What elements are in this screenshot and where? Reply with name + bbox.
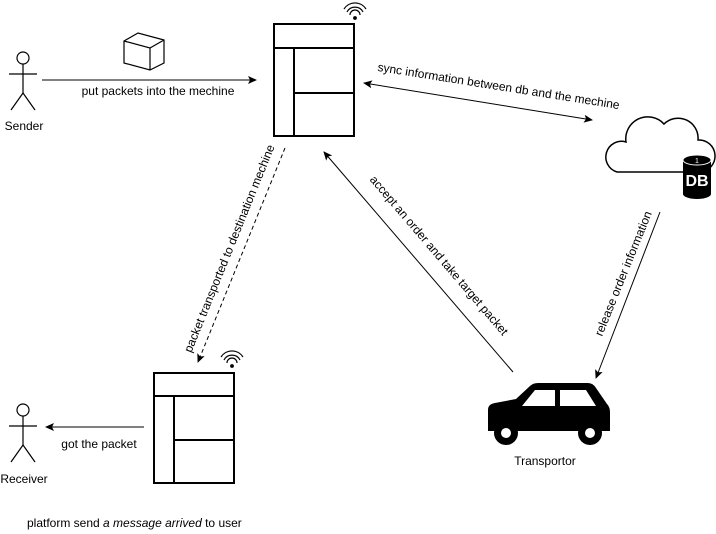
footer-note: platform send a message arrived to user xyxy=(27,516,242,530)
release-order-arrow xyxy=(595,211,661,379)
accept-order-label: accept an order and take target packet xyxy=(367,173,512,339)
destination-wifi-icon xyxy=(220,350,244,368)
accept-order-arrow xyxy=(323,151,514,373)
car-icon xyxy=(488,383,610,445)
footer-suffix: to user xyxy=(202,516,242,530)
transported-arrow xyxy=(197,147,286,363)
box-icon xyxy=(123,32,165,71)
db-label: DB xyxy=(685,173,708,190)
footer-emphasis: a message arrived xyxy=(103,516,202,530)
source-wifi-icon xyxy=(343,2,367,20)
source-machine-cabinet-icon xyxy=(273,23,355,137)
put-packets-label: put packets into the mechine xyxy=(82,84,235,98)
sender-label: Sender xyxy=(5,119,44,133)
receiver-person-icon xyxy=(9,403,37,463)
receiver-label: Receiver xyxy=(0,472,47,486)
db-badge: 1 xyxy=(695,158,699,165)
got-packet-label: got the packet xyxy=(61,437,137,451)
sync-arrow xyxy=(363,80,593,123)
transportor-label: Transportor xyxy=(514,454,576,468)
sync-label: sync information between db and the mech… xyxy=(377,60,621,112)
sender-person-icon xyxy=(9,51,37,111)
release-order-label: release order information xyxy=(592,209,655,338)
database-icon: 1 DB xyxy=(682,154,712,199)
destination-machine-cabinet-icon xyxy=(153,372,235,484)
footer-prefix: platform send xyxy=(27,516,103,530)
transported-label: packet transported to destination mechin… xyxy=(181,142,278,354)
